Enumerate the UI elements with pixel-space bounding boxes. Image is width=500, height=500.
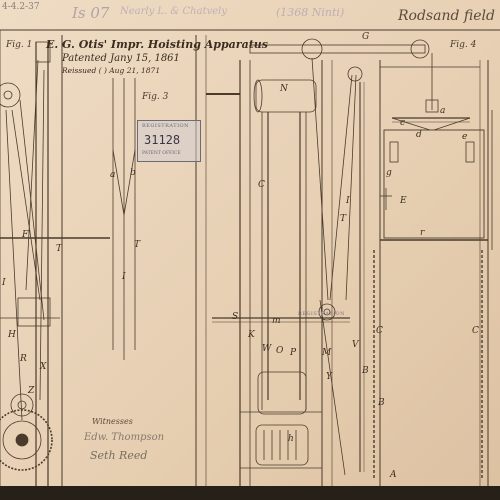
ref-letter-b: b	[130, 168, 136, 178]
ref-letter-V: V	[352, 340, 359, 350]
ref-letter-I-fig3: I	[122, 272, 126, 282]
inventor-signature: Rodsand field	[398, 8, 495, 24]
ref-letter-B-fig4: B	[378, 398, 385, 408]
reference-number: 4-4.2-37	[2, 2, 40, 12]
faint-parenthetical: (1368 Ninti)	[276, 6, 345, 19]
ref-letter-G: G	[362, 32, 370, 42]
ref-letter-a-fig4: a	[440, 106, 446, 116]
ref-letter-m: m	[272, 316, 281, 326]
ref-letter-T: T	[56, 244, 63, 254]
ref-letter-B: B	[362, 366, 369, 376]
figure-label-1: Fig. 1	[6, 40, 33, 50]
sheet-bottom-edge	[0, 486, 500, 500]
side-stamp: REGISTRATION	[298, 311, 346, 317]
ref-letter-H: H	[8, 330, 16, 340]
figure-label-3: Fig. 3	[142, 92, 169, 102]
ref-letter-I-fig2: I	[346, 196, 350, 206]
pencil-number: Is 07	[72, 4, 110, 22]
ref-letter-F: F	[22, 230, 29, 240]
ref-letter-C: C	[258, 180, 265, 190]
ref-letter-h: h	[288, 434, 294, 444]
ref-letter-M: M	[322, 348, 332, 358]
ref-letter-Y: Y	[326, 372, 332, 382]
ref-letter-Z: Z	[28, 386, 35, 396]
witness-signature-1: Edw. Thompson	[84, 432, 165, 443]
ref-letter-C-fig4: C	[376, 326, 383, 336]
ref-letter-a: a	[110, 170, 116, 180]
document-title: E. G. Otis' Impr. Hoisting Apparatus	[46, 38, 268, 51]
ref-letter-R: R	[20, 354, 27, 364]
stamp-heading: REGISTRATION	[142, 123, 190, 129]
ref-letter-T-fig2: T	[340, 214, 347, 224]
ref-letter-I: I	[2, 278, 6, 288]
ref-letter-N: N	[280, 84, 288, 94]
witnesses-label: Witnesses	[92, 417, 133, 426]
figure-label-4: Fig. 4	[450, 40, 477, 50]
ref-letter-C-fig4-right: C	[472, 326, 479, 336]
ref-letter-d: d	[416, 130, 422, 140]
reissue-date: Reissued ( ) Aug 21, 1871	[62, 66, 161, 75]
ref-letter-X: X	[40, 362, 47, 372]
ref-letter-g: g	[386, 168, 392, 178]
ref-letter-O: O	[276, 346, 284, 356]
ref-letter-S: S	[232, 312, 239, 322]
stamp-number: 31128	[144, 133, 181, 147]
ref-letter-P: P	[290, 348, 297, 358]
stamp-footer: PATENT OFFICE	[142, 151, 181, 156]
patent-date: Patented Jany 15, 1861	[62, 53, 180, 64]
registration-stamp: REGISTRATION 31128 PATENT OFFICE	[137, 120, 201, 162]
faint-note: Nearly L. & Chatvely	[120, 6, 228, 17]
ref-letter-K: K	[248, 330, 255, 340]
ref-letter-T-fig3: T	[134, 240, 141, 250]
ref-letter-E: E	[400, 196, 407, 206]
ref-letter-r: r	[420, 228, 425, 238]
ref-letter-W: W	[262, 344, 272, 354]
ref-letter-e: e	[462, 132, 468, 142]
ref-letter-A: A	[390, 470, 397, 480]
witness-signature-2: Seth Reed	[90, 449, 148, 462]
ref-letter-c: c	[400, 118, 406, 128]
